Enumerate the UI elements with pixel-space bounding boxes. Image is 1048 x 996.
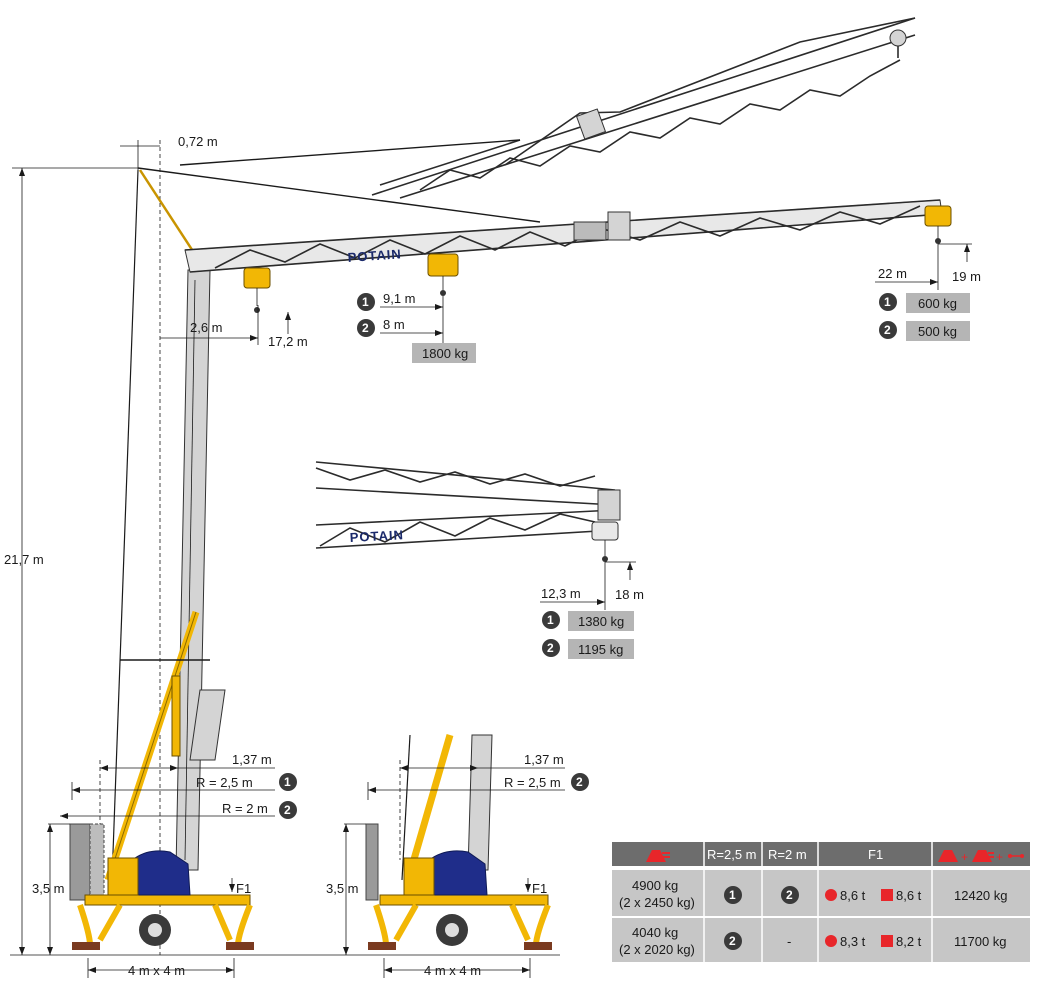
tip-marker-one: 1 <box>884 295 891 309</box>
ballast-left-r2: R = 2 m <box>222 801 268 816</box>
inset-brand-logo: POTAIN <box>349 527 404 545</box>
row2-r25: 2 <box>729 934 736 948</box>
header-r2: R=2 m <box>768 847 807 862</box>
inset-marker-two: 2 <box>547 641 554 655</box>
span-right: 4 m x 4 m <box>424 963 481 978</box>
row2-f1-square: 8,2 t <box>896 934 922 949</box>
mid-radius-1: 9,1 m <box>383 291 416 306</box>
force-right: F1 <box>532 881 547 896</box>
low-hook-height-label: 17,2 m <box>268 334 308 349</box>
round-base-icon <box>825 889 837 901</box>
inset-load-2-box <box>568 639 634 659</box>
marker-one-label: 1 <box>362 295 369 309</box>
row1-f1-square: 8,6 t <box>896 888 922 903</box>
raised-jib <box>371 17 916 199</box>
ballast-left-r2-marker: 2 <box>284 803 291 817</box>
hook-tip <box>924 205 952 244</box>
marker-one <box>357 293 375 311</box>
inset-jib: POTAIN 12,3 m 18 m 1 1380 kg 2 1195 kg <box>315 461 644 659</box>
height-label: 21,7 m <box>4 552 44 567</box>
mid-load-box <box>412 343 476 363</box>
round-base-icon <box>825 935 837 947</box>
total-weight-icon: + + <box>938 850 1024 864</box>
span-left: 4 m x 4 m <box>128 963 185 978</box>
marker-two-label: 2 <box>362 321 369 335</box>
ballast-right-offset: 1,37 m <box>524 752 564 767</box>
row2-ballast-split: (2 x 2020 kg) <box>619 942 695 957</box>
inset-load-1: 1380 kg <box>578 614 624 629</box>
working-jib: POTAIN <box>184 199 943 273</box>
inset-load-1-box <box>568 611 634 631</box>
row2-total: 11700 kg <box>954 934 1007 949</box>
tip-marker-two: 2 <box>884 323 891 337</box>
row1-total: 12420 kg <box>954 888 1008 903</box>
ballast-right-marker: 2 <box>576 775 583 789</box>
ballast-left-r1: R = 2,5 m <box>196 775 253 790</box>
row2-ballast: 4040 kg <box>632 925 678 940</box>
row1-r2: 2 <box>786 888 793 902</box>
row1-f1-round: 8,6 t <box>840 888 866 903</box>
tip-load-1: 600 kg <box>918 296 957 311</box>
hook-near <box>243 267 271 313</box>
svg-text:+: + <box>961 850 968 864</box>
main-crane: 21,7 m 0,72 m <box>4 17 981 978</box>
tip-height: 19 m <box>952 269 981 284</box>
inset-marker-one: 1 <box>547 613 554 627</box>
tip-load-1-box <box>906 293 970 313</box>
row2-r2: - <box>787 934 791 949</box>
inset-radius: 12,3 m <box>541 586 581 601</box>
base-offset-label: 2,6 m <box>190 320 223 335</box>
cw-height-right: 3,5 m <box>326 881 359 896</box>
jib-brand-logo: POTAIN <box>347 246 402 265</box>
cw-height-left: 3,5 m <box>32 881 65 896</box>
tip-load-2-box <box>906 321 970 341</box>
ballast-left-offset: 1,37 m <box>232 752 272 767</box>
ballast-right-r1: R = 2,5 m <box>504 775 561 790</box>
row1-r25: 1 <box>729 888 736 902</box>
inset-load-2: 1195 kg <box>578 642 623 657</box>
tip-radius: 22 m <box>878 266 907 281</box>
force-left: F1 <box>236 881 251 896</box>
top-offset-label: 0,72 m <box>178 134 218 149</box>
row1-ballast: 4900 kg <box>632 878 678 893</box>
square-base-icon <box>881 889 893 901</box>
tip-load-2: 500 kg <box>918 324 957 339</box>
table-row <box>612 870 1030 916</box>
mid-radius-2: 8 m <box>383 317 405 332</box>
hook-mid <box>427 253 459 296</box>
mid-load: 1800 kg <box>422 346 468 361</box>
svg-text:+: + <box>996 850 1003 864</box>
header-f1: F1 <box>868 847 883 862</box>
row2-f1-round: 8,3 t <box>840 934 866 949</box>
table-row <box>612 918 1030 962</box>
square-base-icon <box>881 935 893 947</box>
ballast-icon <box>646 850 670 862</box>
inset-height: 18 m <box>615 587 644 602</box>
second-crane-base: 1,37 m R = 2,5 m 2 3,5 m F1 4 m x 4 m <box>326 734 589 978</box>
row1-ballast-split: (2 x 2450 kg) <box>619 895 695 910</box>
ballast-left-r1-marker: 1 <box>284 775 291 789</box>
header-r25: R=2,5 m <box>707 847 757 862</box>
ballast-table: R=2,5 m R=2 m F1 + + 4900 kg (2 x 2450 k… <box>612 842 1030 962</box>
